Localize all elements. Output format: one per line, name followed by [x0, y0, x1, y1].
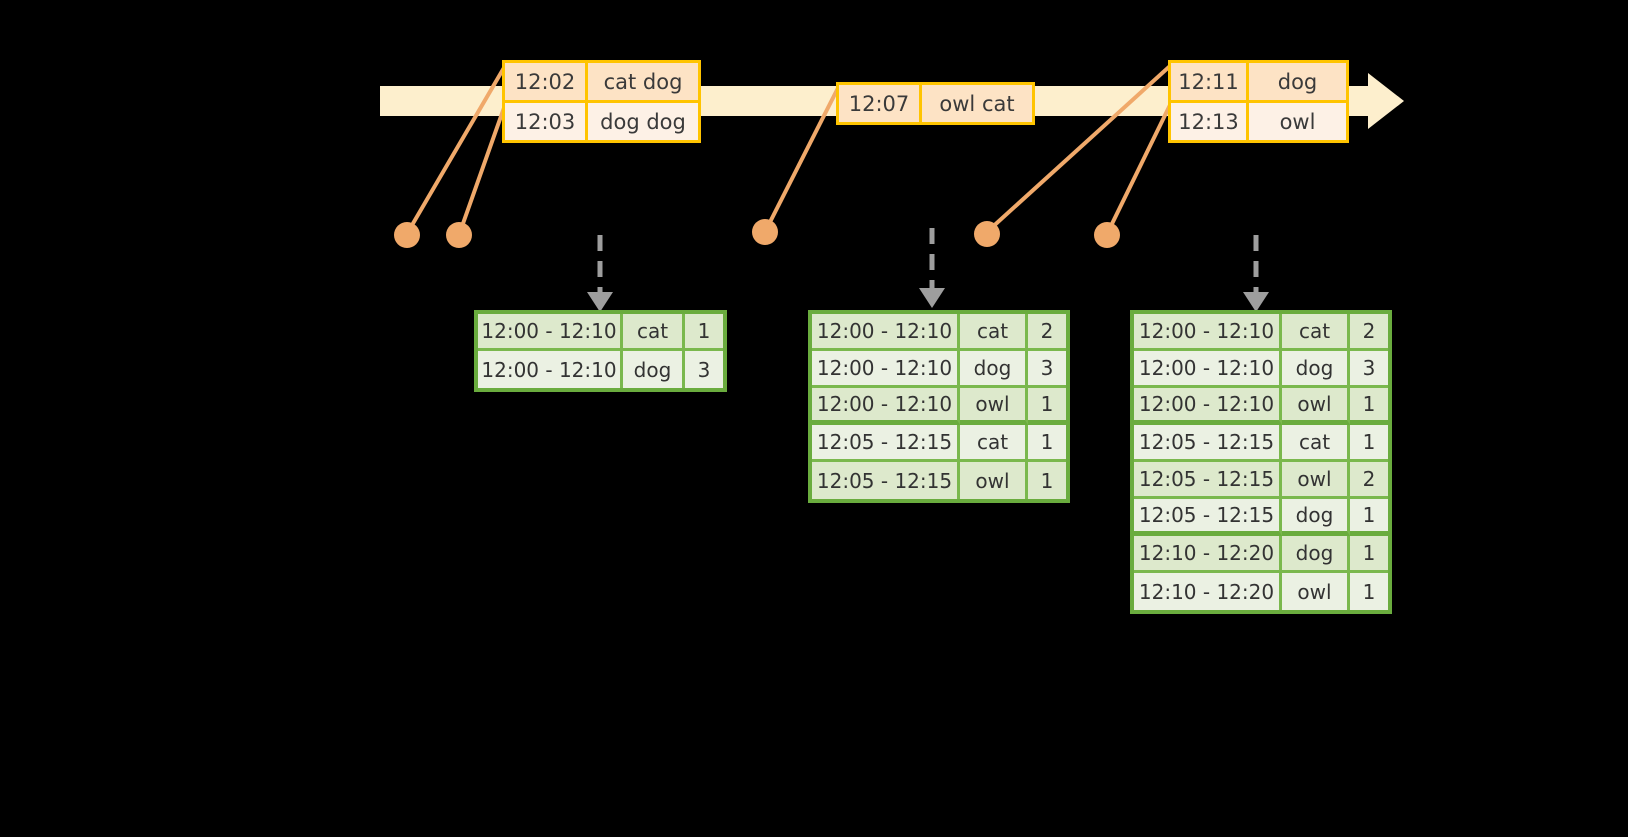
- table-cell-word: cat: [960, 425, 1028, 462]
- table-cell-window: 12:00 - 12:10: [1134, 388, 1282, 425]
- dashed-arrow-head-1: [587, 292, 613, 312]
- event-group-1[interactable]: 12:02 cat dog 12:03 dog dog: [502, 60, 701, 143]
- event-time: 12:02: [505, 63, 588, 100]
- table-cell-window: 12:05 - 12:15: [1134, 499, 1282, 536]
- table-cell-window: 12:10 - 12:20: [1134, 536, 1282, 573]
- table-cell-count: 1: [1350, 573, 1388, 610]
- event-row: 12:02 cat dog: [505, 63, 698, 100]
- table-cell-word: owl: [1282, 573, 1350, 610]
- table-cell-window: 12:00 - 12:10: [1134, 314, 1282, 351]
- table-cell-word: cat: [623, 314, 685, 351]
- table-cell-count: 2: [1350, 462, 1388, 499]
- event-words: cat dog: [588, 63, 698, 100]
- event-words: dog dog: [588, 103, 698, 140]
- table-cell-word: cat: [1282, 425, 1350, 462]
- event-row: 12:13 owl: [1171, 100, 1346, 140]
- dashed-arrow-head-3: [1243, 292, 1269, 312]
- table-cell-count: 1: [1028, 388, 1066, 425]
- table-cell-word: dog: [623, 351, 685, 388]
- table-cell-word: owl: [960, 462, 1028, 499]
- connector-dot-2: [446, 222, 472, 248]
- table-cell-word: owl: [960, 388, 1028, 425]
- connector-line-5: [1106, 104, 1172, 233]
- connector-dot-1: [394, 222, 420, 248]
- table-cell-count: 1: [685, 314, 723, 351]
- table-cell-window: 12:00 - 12:10: [478, 314, 623, 351]
- table-cell-word: cat: [960, 314, 1028, 351]
- table-cell-window: 12:05 - 12:15: [1134, 462, 1282, 499]
- table-cell-count: 1: [1350, 499, 1388, 536]
- table-cell-word: dog: [1282, 536, 1350, 573]
- event-time: 12:13: [1171, 103, 1249, 140]
- event-words: dog: [1249, 63, 1346, 100]
- table-cell-window: 12:05 - 12:15: [812, 425, 960, 462]
- table-cell-word: owl: [1282, 388, 1350, 425]
- table-cell-count: 1: [1350, 388, 1388, 425]
- dashed-arrow-head-2: [919, 288, 945, 308]
- connector-dot-4: [974, 221, 1000, 247]
- table-cell-word: dog: [1282, 499, 1350, 536]
- table-cell-window: 12:00 - 12:10: [812, 388, 960, 425]
- event-words: owl: [1249, 103, 1346, 140]
- table-cell-word: cat: [1282, 314, 1350, 351]
- table-cell-count: 1: [1350, 536, 1388, 573]
- timeline-arrowhead-icon: [1368, 73, 1404, 129]
- event-row: 12:03 dog dog: [505, 100, 698, 140]
- event-words: owl cat: [922, 85, 1032, 122]
- table-cell-window: 12:00 - 12:10: [812, 351, 960, 388]
- table-cell-count: 3: [1350, 351, 1388, 388]
- table-cell-count: 2: [1350, 314, 1388, 351]
- event-group-3[interactable]: 12:11 dog 12:13 owl: [1168, 60, 1349, 143]
- table-cell-count: 1: [1028, 462, 1066, 499]
- connector-dot-5: [1094, 222, 1120, 248]
- event-time: 12:11: [1171, 63, 1249, 100]
- table-cell-word: owl: [1282, 462, 1350, 499]
- table-cell-word: dog: [960, 351, 1028, 388]
- table-cell-window: 12:05 - 12:15: [1134, 425, 1282, 462]
- table-cell-window: 12:00 - 12:10: [812, 314, 960, 351]
- table-cell-count: 3: [685, 351, 723, 388]
- event-group-2[interactable]: 12:07 owl cat: [836, 82, 1035, 125]
- event-time: 12:03: [505, 103, 588, 140]
- table-cell-window: 12:00 - 12:10: [1134, 351, 1282, 388]
- table-cell-window: 12:05 - 12:15: [812, 462, 960, 499]
- event-row: 12:11 dog: [1171, 63, 1346, 100]
- table-cell-count: 2: [1028, 314, 1066, 351]
- connector-line-2: [458, 104, 507, 233]
- table-cell-count: 1: [1350, 425, 1388, 462]
- event-row: 12:07 owl cat: [839, 85, 1032, 122]
- table-cell-window: 12:00 - 12:10: [478, 351, 623, 388]
- table-cell-window: 12:10 - 12:20: [1134, 573, 1282, 610]
- table-cell-count: 3: [1028, 351, 1066, 388]
- event-time: 12:07: [839, 85, 922, 122]
- table-cell-count: 1: [1028, 425, 1066, 462]
- table-cell-word: dog: [1282, 351, 1350, 388]
- connector-dot-3: [752, 219, 778, 245]
